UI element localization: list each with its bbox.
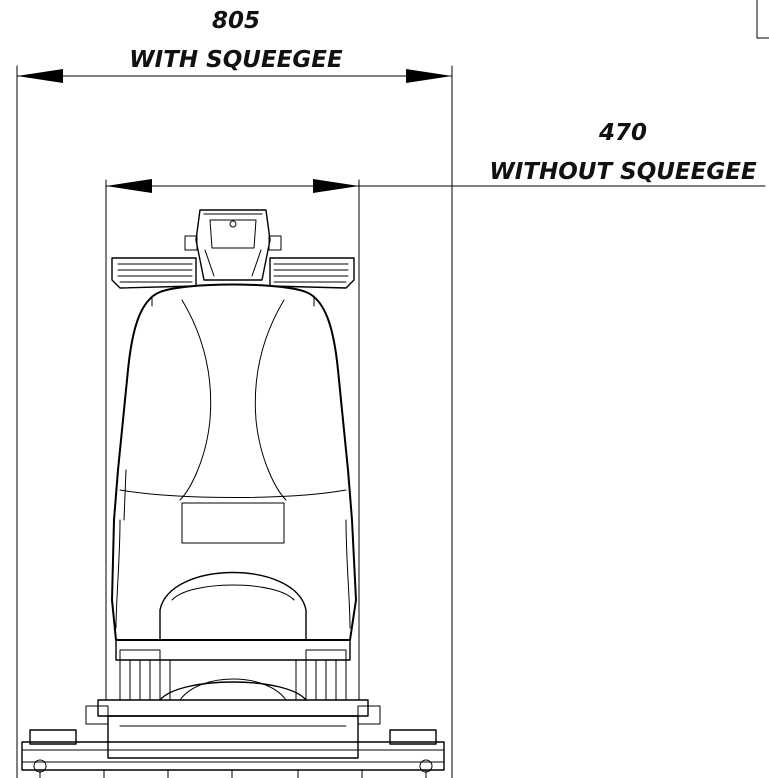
front-arch (159, 571, 307, 641)
label-plate (181, 502, 285, 544)
steering-head (184, 209, 282, 281)
dimension-value-470: 470 (598, 120, 647, 146)
handlebar-right (269, 257, 355, 289)
arrow-right-icon (313, 179, 359, 193)
arrow-left-icon (17, 69, 63, 83)
arrow-left-icon (106, 179, 152, 193)
body-shell (111, 283, 357, 641)
scrubber-machine-front-view (21, 209, 445, 778)
dimension-value-805: 805 (212, 8, 260, 34)
dimension-without-squeegee: 470 WITHOUT SQUEEGEE (105, 120, 766, 701)
handlebar-left (111, 257, 197, 289)
lower-chassis (85, 639, 381, 759)
arrow-right-icon (406, 69, 452, 83)
squeegee-assembly (21, 729, 445, 778)
dimension-label-without-squeegee: WITHOUT SQUEEGEE (489, 159, 757, 185)
frame-corner (756, 0, 769, 39)
dimension-with-squeegee: 805 WITH SQUEEGEE (16, 8, 453, 778)
dimension-label-with-squeegee: WITH SQUEEGEE (129, 47, 343, 73)
